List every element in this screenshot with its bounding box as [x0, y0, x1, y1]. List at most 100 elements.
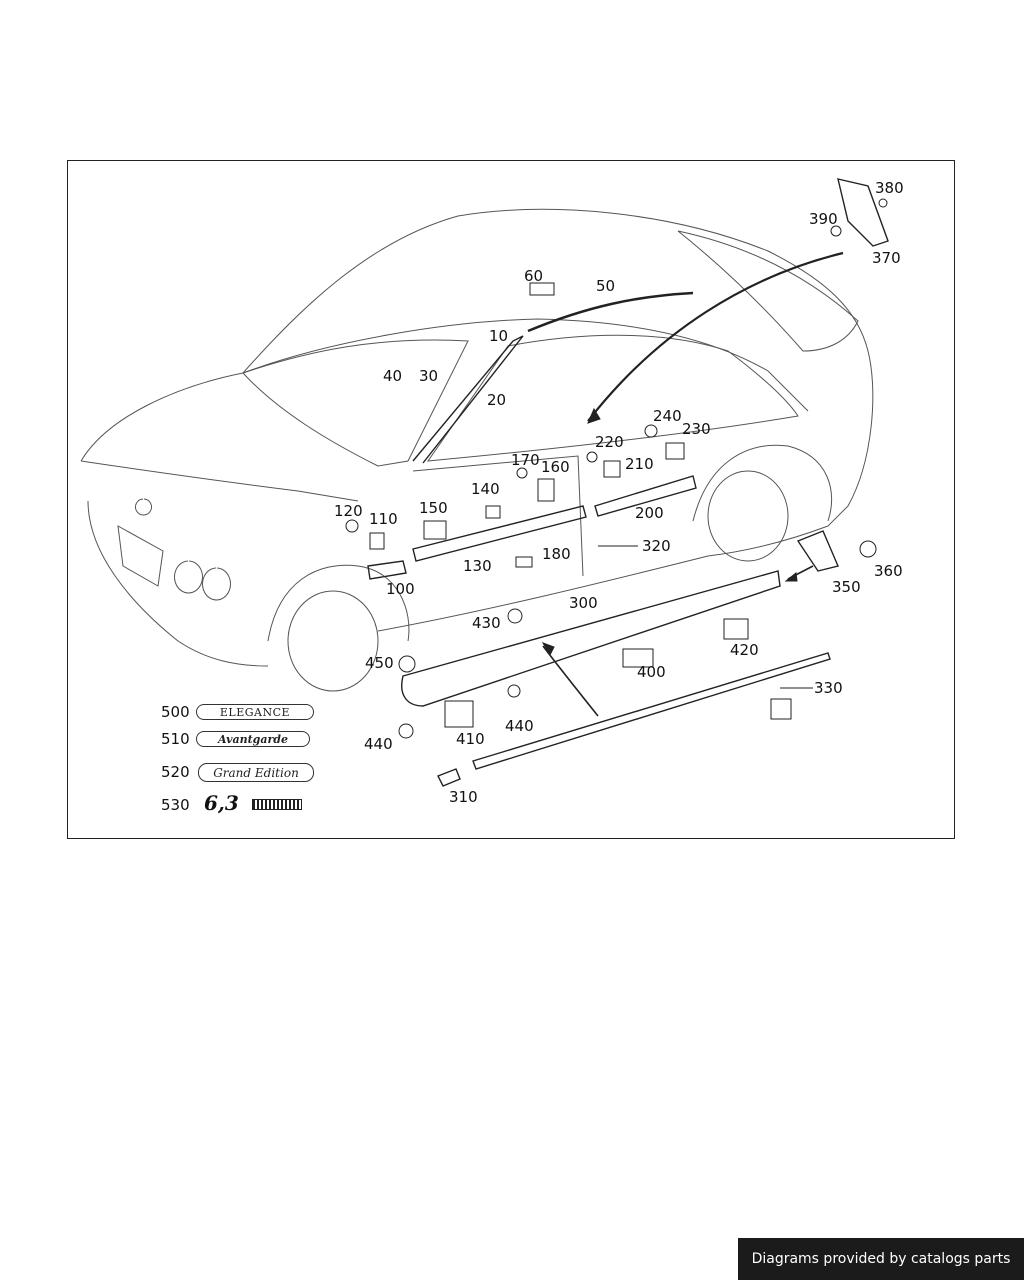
- grille-outline: [117, 525, 164, 587]
- callout-370: 370: [872, 249, 901, 267]
- part-330-end-clip: [770, 698, 792, 720]
- callout-140: 140: [471, 480, 500, 498]
- callout-320: 320: [642, 537, 671, 555]
- car-body-outline: [80, 208, 874, 557]
- badge-amg-63-numeral: 6,3: [204, 791, 239, 815]
- badge-amg-63: 6,3: [196, 792, 306, 814]
- callout-310: 310: [449, 788, 478, 806]
- part-360-screw: [859, 540, 877, 558]
- callout-120: 120: [334, 502, 363, 520]
- door-trim-strip-130: [412, 505, 587, 562]
- part-210-clip: [603, 460, 621, 478]
- rear-trim-strip-200: [594, 475, 697, 517]
- footer-credit: Diagrams provided by catalogs parts: [738, 1238, 1024, 1280]
- part-380-clip: [878, 198, 888, 208]
- badge-amg-63-plate: [252, 799, 302, 810]
- callout-130: 130: [463, 557, 492, 575]
- part-230-clip: [665, 442, 685, 460]
- part-110-clip: [369, 532, 385, 550]
- rocker-panel-300: [401, 570, 781, 707]
- part-140-clip: [485, 505, 501, 519]
- part-450-cap: [398, 655, 416, 673]
- headlight-left: [174, 560, 203, 594]
- badge-elegance: ELEGANCE: [196, 704, 314, 720]
- callout-180: 180: [542, 545, 571, 563]
- part-420-clip: [723, 618, 749, 640]
- parts-diagram-drawing: [80, 178, 889, 787]
- callout-420: 420: [730, 641, 759, 659]
- part-410-clip: [444, 700, 474, 728]
- side-window-outline: [426, 334, 799, 462]
- arrow-to-rear-window: [587, 251, 844, 422]
- roof-molding-50: [527, 291, 694, 333]
- callout-430: 430: [472, 614, 501, 632]
- callout-200: 200: [635, 504, 664, 522]
- front-bumper: [87, 500, 269, 667]
- part-430-cap: [507, 608, 523, 624]
- front-wheel-arch: [267, 564, 410, 642]
- rear-wheel-arch: [692, 444, 833, 522]
- callout-330: 330: [814, 679, 843, 697]
- part-150-clip: [423, 520, 447, 540]
- callout-150: 150: [419, 499, 448, 517]
- callout-50: 50: [596, 277, 616, 295]
- callout-110: 110: [369, 510, 398, 528]
- part-370-panel: [837, 178, 889, 247]
- front-trim-strip-100: [367, 560, 407, 580]
- callout-510: 510: [161, 730, 190, 748]
- callout-520: 520: [161, 763, 190, 781]
- front-wheel: [287, 590, 379, 692]
- callout-20: 20: [487, 391, 507, 409]
- callout-100: 100: [386, 580, 415, 598]
- arrow-head-rear: [587, 407, 601, 424]
- callout-170: 170: [511, 451, 540, 469]
- callout-400: 400: [637, 663, 666, 681]
- callout-380: 380: [875, 179, 904, 197]
- part-220-cap: [586, 451, 598, 463]
- callout-230: 230: [682, 420, 711, 438]
- part-60-clip: [529, 282, 555, 296]
- hood-line: [80, 460, 359, 502]
- rear-window-outline: [677, 230, 859, 352]
- part-400-clip: [622, 648, 654, 668]
- rocker-line: [377, 555, 709, 632]
- badge-avantgarde: Avantgarde: [196, 731, 310, 747]
- headlight-right: [202, 567, 231, 601]
- part-180-clip: [515, 556, 533, 568]
- callout-450: 450: [365, 654, 394, 672]
- rear-wheel: [707, 470, 789, 562]
- callout-500: 500: [161, 703, 190, 721]
- part-350-bracket: [796, 530, 839, 572]
- part-390-screw: [830, 225, 842, 237]
- part-240-cap: [644, 424, 658, 438]
- callout-440-left: 440: [364, 735, 393, 753]
- callout-530: 530: [161, 796, 190, 814]
- windshield-molding-10-20: [412, 335, 524, 464]
- sill-strip-330: [472, 652, 831, 770]
- diagram-frame: 10 20 30 40 50 60 100 110 120 130 140 15…: [67, 160, 955, 839]
- part-440b-clip: [507, 684, 521, 698]
- part-310-clip: [437, 768, 461, 787]
- arrow-head-rocker: [541, 642, 555, 657]
- callout-360: 360: [874, 562, 903, 580]
- callout-210: 210: [625, 455, 654, 473]
- windshield-outline: [242, 339, 469, 467]
- star-emblem: [135, 498, 152, 516]
- callout-350: 350: [832, 578, 861, 596]
- callout-220: 220: [595, 433, 624, 451]
- callout-390: 390: [809, 210, 838, 228]
- badge-grand-edition: Grand Edition: [198, 763, 314, 782]
- car-roof-line: [242, 318, 809, 412]
- arrow-to-rocker: [542, 645, 599, 717]
- part-440a-clip: [398, 723, 414, 739]
- part-160-clip: [537, 478, 555, 502]
- callout-160: 160: [541, 458, 570, 476]
- door-line: [412, 455, 584, 577]
- callout-60: 60: [524, 267, 544, 285]
- callout-240: 240: [653, 407, 682, 425]
- part-170-cap: [516, 467, 528, 479]
- callout-410: 410: [456, 730, 485, 748]
- callout-300: 300: [569, 594, 598, 612]
- callout-440-right: 440: [505, 717, 534, 735]
- callout-40: 40: [383, 367, 403, 385]
